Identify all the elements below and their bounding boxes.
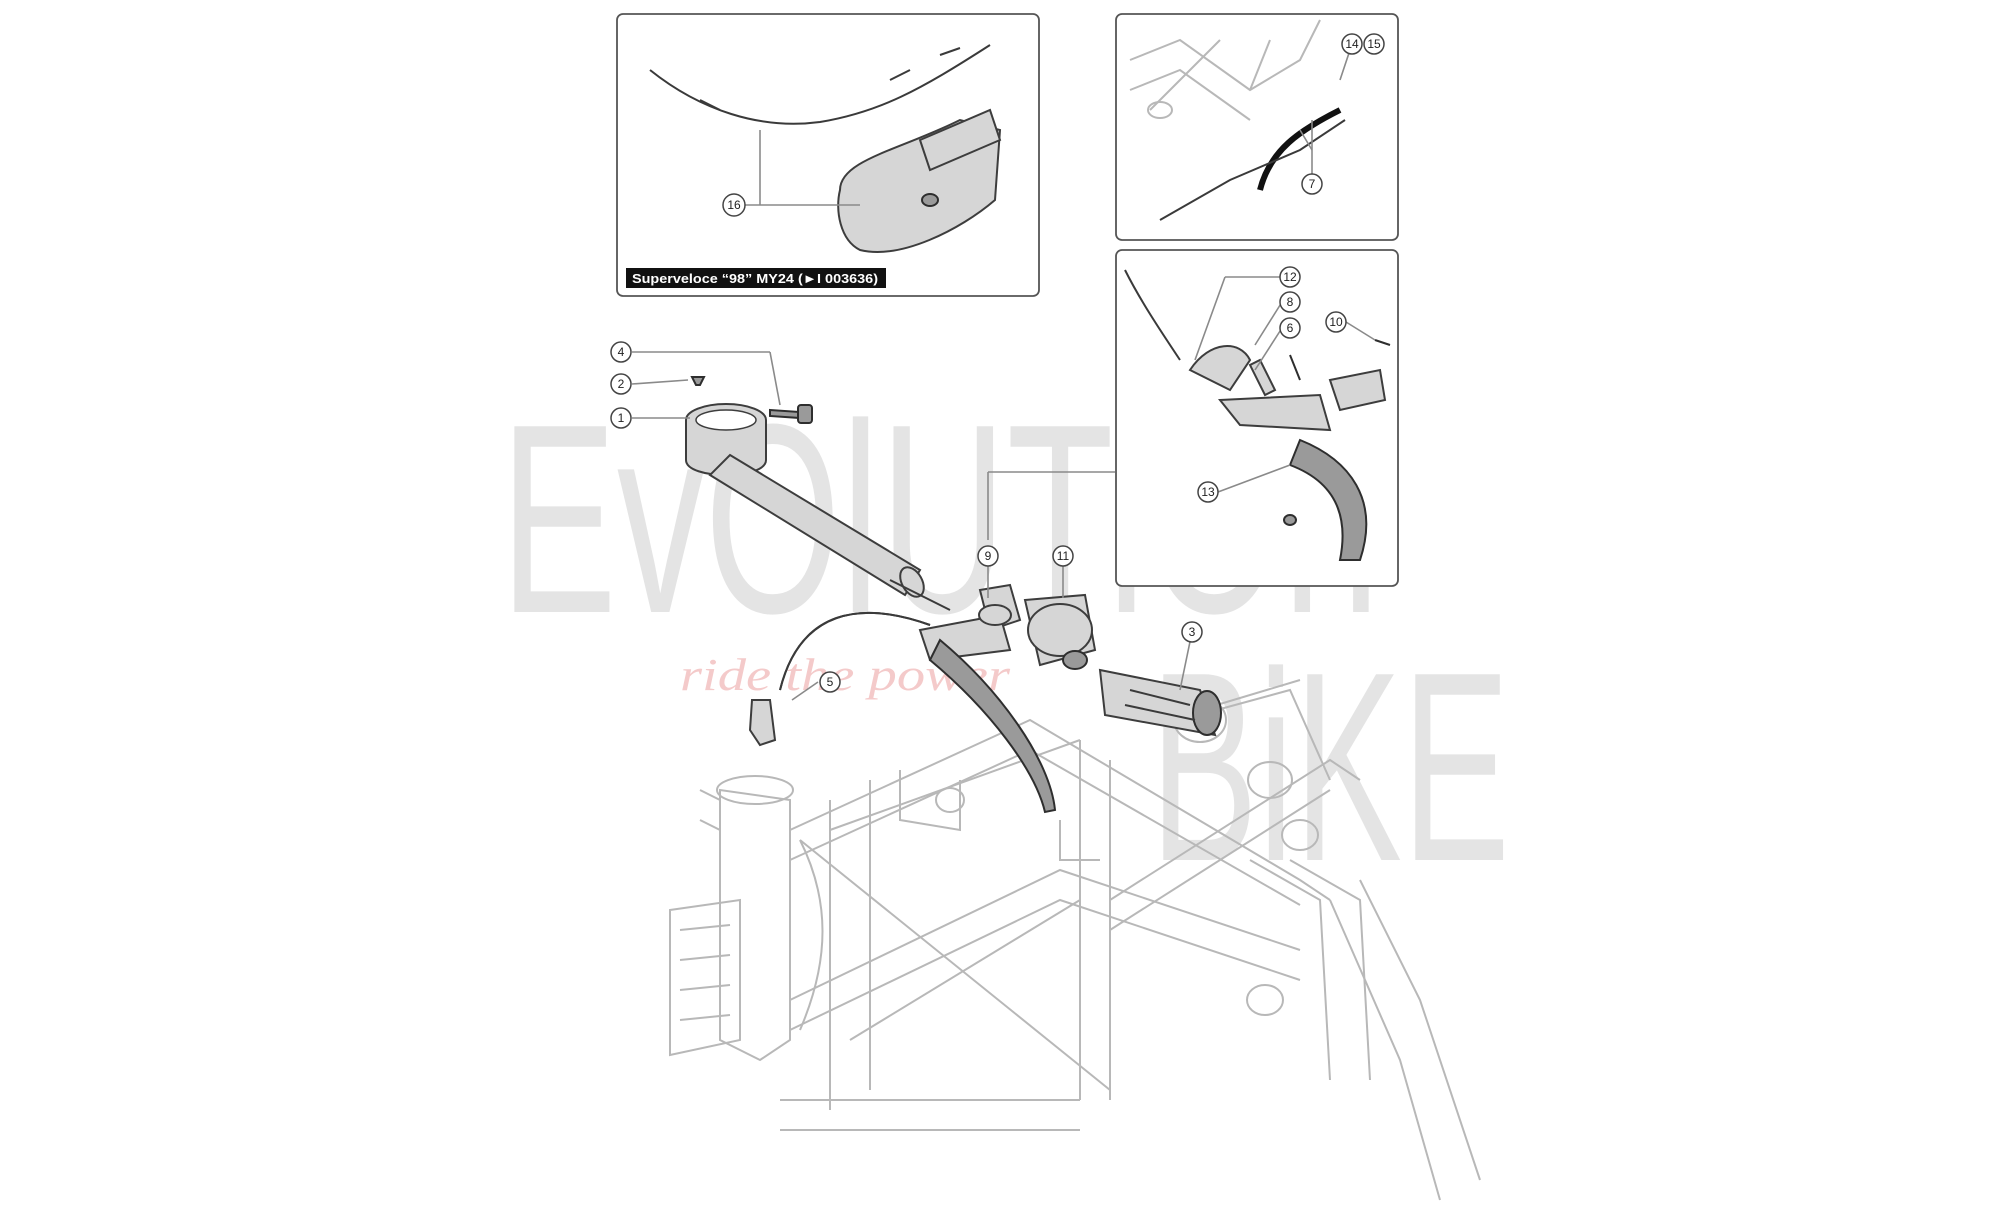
callout-10: 10 (1325, 311, 1347, 333)
svg-text:15: 15 (1367, 37, 1381, 51)
clutch-cable (748, 579, 951, 747)
clutch-lever-assembly (918, 583, 1057, 814)
svg-text:1: 1 (618, 411, 625, 425)
svg-text:5: 5 (827, 675, 834, 689)
svg-text:8: 8 (1287, 295, 1294, 309)
svg-text:14: 14 (1345, 37, 1359, 51)
model-tag-bg (626, 268, 886, 288)
switch-housing (1023, 593, 1097, 670)
svg-text:2: 2 (618, 377, 625, 391)
svg-text:9: 9 (985, 549, 992, 563)
inset-cable-variant: Superveloce “98” MY24 (►I 003636) (616, 13, 1040, 297)
watermark-brand-line2: BiKE (1150, 617, 1510, 918)
callout-14: 14 (1341, 33, 1363, 55)
leader-lines (631, 351, 1193, 701)
clip-on-handlebar (685, 376, 925, 598)
callout-13: 13 (1197, 481, 1219, 503)
inset-lever-exploded (1115, 249, 1399, 587)
svg-text:3: 3 (1189, 625, 1196, 639)
svg-text:13: 13 (1201, 485, 1215, 499)
handlebar-grip (1098, 668, 1222, 737)
callout-3: 3 (1181, 621, 1203, 643)
callout-1: 1 (610, 407, 632, 429)
svg-text:10: 10 (1329, 315, 1343, 329)
svg-text:16: 16 (727, 198, 741, 212)
svg-text:7: 7 (1309, 177, 1316, 191)
callout-16: 16 (722, 193, 746, 217)
callout-9: 9 (977, 545, 999, 567)
callout-12: 12 (1279, 266, 1301, 288)
motorcycle-frame (669, 679, 1481, 1201)
callout-15: 15 (1363, 33, 1385, 55)
svg-text:11: 11 (1057, 549, 1070, 563)
svg-text:6: 6 (1287, 321, 1294, 335)
callout-5: 5 (819, 671, 841, 693)
callout-4: 4 (610, 341, 632, 363)
callout-8: 8 (1279, 291, 1301, 313)
callout-2: 2 (610, 373, 632, 395)
callout-11: 11 (1052, 545, 1074, 567)
svg-text:4: 4 (618, 345, 625, 359)
callout-7: 7 (1301, 173, 1323, 195)
inset-cable-routing (1115, 13, 1399, 241)
callout-6: 6 (1279, 317, 1301, 339)
svg-text:12: 12 (1283, 270, 1297, 284)
model-tag: Superveloce “98” MY24 (►I 003636) (632, 271, 878, 286)
